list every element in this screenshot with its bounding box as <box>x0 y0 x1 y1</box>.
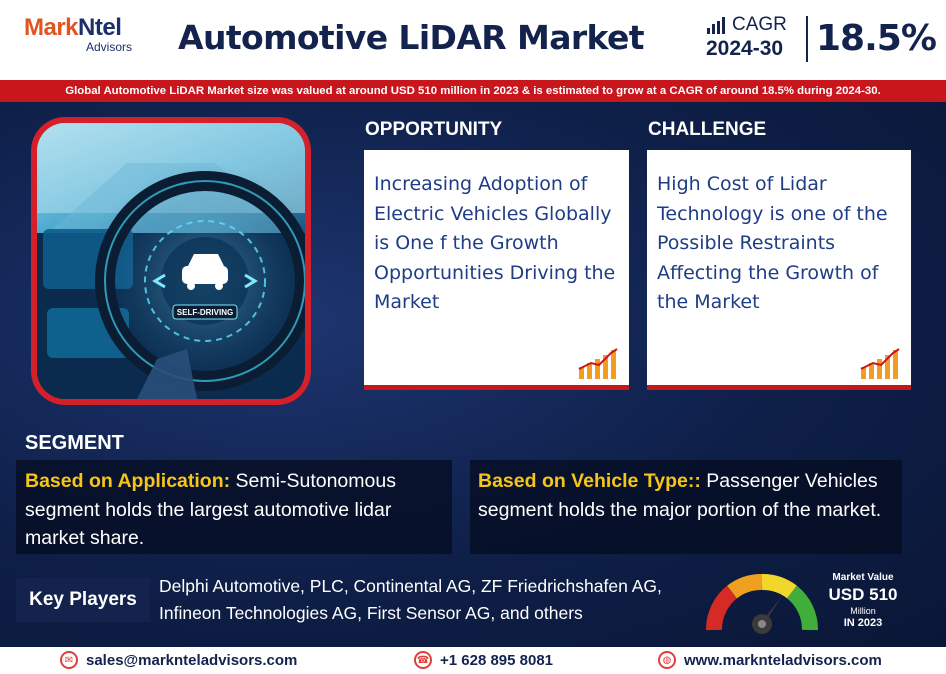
marknetel-logo[interactable]: MarkNtel Advisors <box>24 14 132 54</box>
summary-banner: Global Automotive LiDAR Market size was … <box>0 80 946 102</box>
segment-vehicle-box: Based on Vehicle Type:: Passenger Vehicl… <box>470 460 902 554</box>
market-value-title: Market Value <box>832 572 894 583</box>
self-driving-badge: SELF-DRIVING <box>177 308 233 317</box>
car-dashboard-image: SELF-DRIVING <box>37 123 305 399</box>
growth-chart-icon <box>578 348 618 379</box>
footer-phone[interactable]: ☎ +1 628 895 8081 <box>414 651 553 669</box>
speedometer-gauge-icon <box>706 574 818 634</box>
car-image-frame: SELF-DRIVING <box>31 117 311 405</box>
key-players-text: Delphi Automotive, PLC, Continental AG, … <box>159 576 662 623</box>
cagr-label: CAGR <box>732 14 787 35</box>
bar-chart-icon <box>707 17 725 34</box>
segment-application-box: Based on Application: Semi-Sutonomous se… <box>16 460 452 554</box>
challenge-card: High Cost of Lidar Technology is one of … <box>647 150 911 390</box>
website-link[interactable]: www.marknteladvisors.com <box>684 651 882 669</box>
logo-text-mark: Mark <box>24 14 79 41</box>
header: MarkNtel Advisors Automotive LiDAR Marke… <box>0 0 946 80</box>
challenge-heading: CHALLENGE <box>648 119 767 140</box>
market-value-year: IN 2023 <box>843 617 883 629</box>
cagr-block: CAGR 2024-30 <box>706 14 806 61</box>
market-value-amount: USD 510 <box>828 585 898 604</box>
logo-text-ntel: Ntel <box>78 14 122 41</box>
phone-icon: ☎ <box>414 651 432 669</box>
cagr-years: 2024-30 <box>706 37 784 60</box>
globe-icon: ◍ <box>658 651 676 669</box>
key-players-label: Key Players <box>16 578 150 622</box>
vehicle-text: Passenger Vehicles segment holds the maj… <box>478 470 882 521</box>
cagr-value: 18.5% <box>816 18 937 59</box>
market-value-unit: Million <box>850 606 876 616</box>
logo-subtitle: Advisors <box>86 40 133 54</box>
application-label: Based on Application: <box>25 470 231 492</box>
email-link[interactable]: sales@marknteladvisors.com <box>86 651 298 669</box>
footer-email[interactable]: ✉ sales@marknteladvisors.com <box>60 651 297 669</box>
footer-website[interactable]: ◍ www.marknteladvisors.com <box>658 651 882 669</box>
segment-heading: SEGMENT <box>25 432 124 454</box>
footer: ✉ sales@marknteladvisors.com ☎ +1 628 89… <box>0 647 946 674</box>
opportunity-card: Increasing Adoption of Electric Vehicles… <box>364 150 629 390</box>
email-icon: ✉ <box>60 651 78 669</box>
vehicle-label: Based on Vehicle Type:: <box>478 470 701 492</box>
phone-link[interactable]: +1 628 895 8081 <box>440 651 554 669</box>
cagr-divider <box>806 16 808 62</box>
application-text: Semi-Sutonomous segment holds the larges… <box>25 470 396 549</box>
opportunity-text: Increasing Adoption of Electric Vehicles… <box>374 173 616 313</box>
growth-chart-icon <box>860 348 900 379</box>
market-value-block: Market Value USD 510 Million IN 2023 <box>820 572 906 629</box>
dashboard-illustration: SELF-DRIVING <box>37 123 305 399</box>
page-title: Automotive LiDAR Market <box>178 18 645 57</box>
opportunity-heading: OPPORTUNITY <box>365 119 503 140</box>
challenge-text: High Cost of Lidar Technology is one of … <box>657 173 888 313</box>
